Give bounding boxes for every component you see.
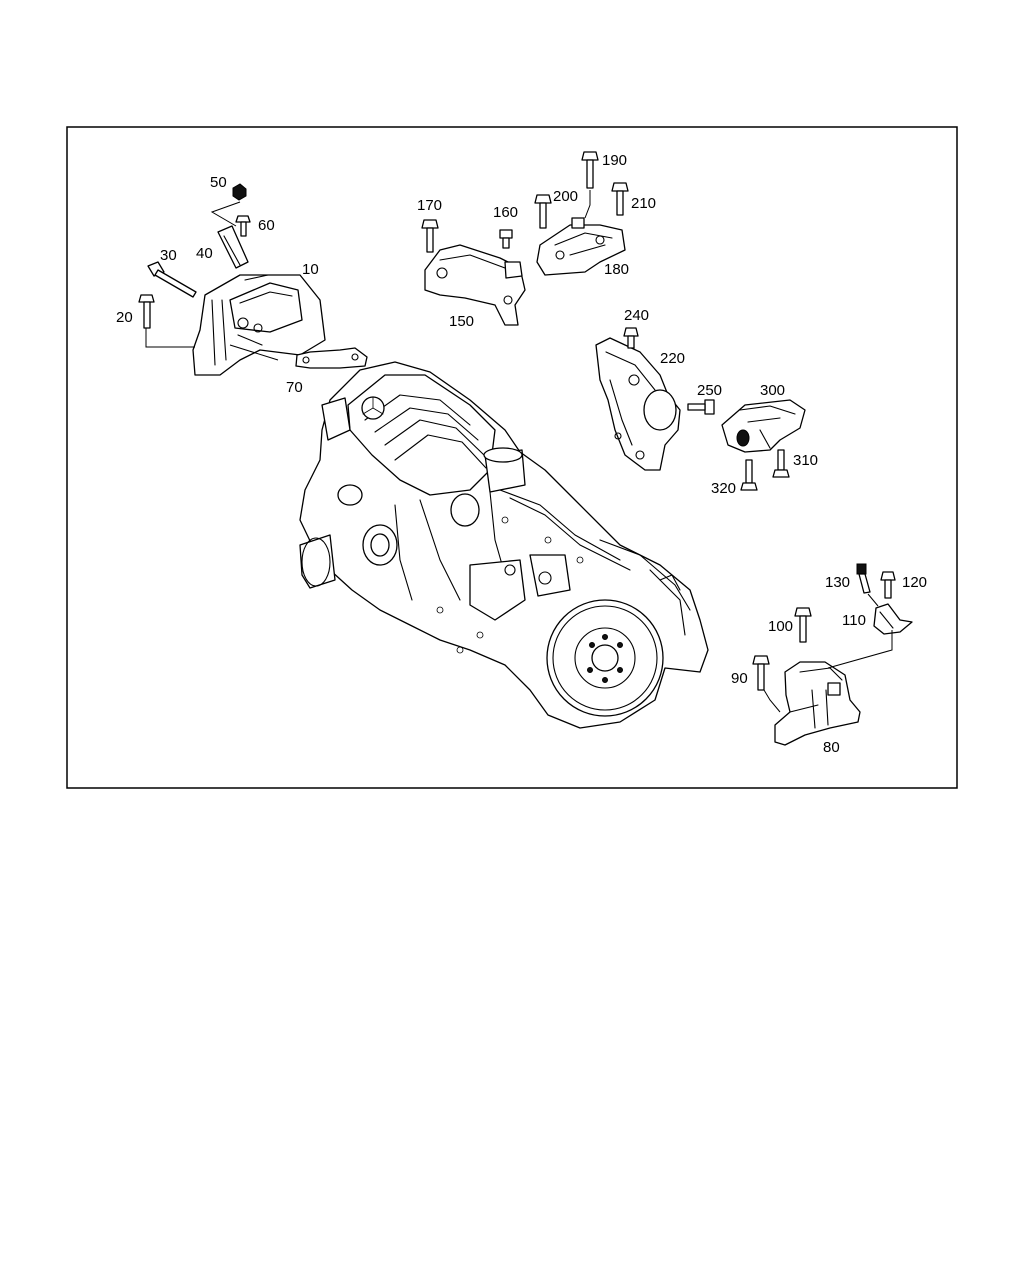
callout-100: 100 xyxy=(768,618,793,635)
stud-160 xyxy=(499,229,513,249)
plate-70 xyxy=(295,347,368,369)
callout-250: 250 xyxy=(697,382,722,399)
bracket-110 xyxy=(873,603,913,635)
bolt-190 xyxy=(581,151,599,189)
engine-assembly xyxy=(299,361,709,729)
bolt-120 xyxy=(880,571,896,599)
bolt-210 xyxy=(611,182,629,216)
callout-40: 40 xyxy=(196,245,213,262)
bracket-40 xyxy=(217,225,249,269)
bolt-30 xyxy=(147,261,197,298)
callout-120: 120 xyxy=(902,574,927,591)
leader-lines xyxy=(145,190,893,713)
callout-160: 160 xyxy=(493,204,518,221)
bracket-150 xyxy=(424,244,526,326)
callout-130: 130 xyxy=(825,574,850,591)
bolt-250 xyxy=(687,399,715,415)
callout-labels: 10 20 30 40 50 60 70 80 90 100 110 120 1… xyxy=(116,152,927,756)
bolt-240 xyxy=(623,327,639,349)
callout-310: 310 xyxy=(793,452,818,469)
nut-50 xyxy=(232,183,247,201)
bolt-100 xyxy=(794,607,812,643)
bolt-20 xyxy=(138,294,155,329)
callout-210: 210 xyxy=(631,195,656,212)
callout-200: 200 xyxy=(553,188,578,205)
mount-300 xyxy=(721,399,806,453)
bolt-170 xyxy=(421,219,439,253)
callout-110: 110 xyxy=(842,612,866,629)
callout-220: 220 xyxy=(660,350,685,367)
engine-mount-right xyxy=(774,661,861,746)
callout-50: 50 xyxy=(210,174,227,191)
bolt-310 xyxy=(772,449,790,478)
bolt-200 xyxy=(534,194,552,229)
callout-30: 30 xyxy=(160,247,177,264)
callout-300: 300 xyxy=(760,382,785,399)
callout-20: 20 xyxy=(116,309,133,326)
bolt-320 xyxy=(740,459,758,491)
bolt-130 xyxy=(856,563,871,594)
bracket-220 xyxy=(595,337,681,471)
callout-320: 320 xyxy=(711,480,736,497)
diagram-frame xyxy=(66,126,958,789)
callout-10: 10 xyxy=(302,261,319,278)
callout-170: 170 xyxy=(417,197,442,214)
bolt-90 xyxy=(752,655,770,691)
callout-150: 150 xyxy=(449,313,474,330)
callout-240: 240 xyxy=(624,307,649,324)
callout-80: 80 xyxy=(823,739,840,756)
callout-70: 70 xyxy=(286,379,303,396)
callout-180: 180 xyxy=(604,261,629,278)
callout-60: 60 xyxy=(258,217,275,234)
mount-180 xyxy=(536,217,626,276)
callout-190: 190 xyxy=(602,152,627,169)
engine-mount-left xyxy=(192,274,326,376)
bolt-60 xyxy=(235,215,251,237)
callout-90: 90 xyxy=(731,670,748,687)
